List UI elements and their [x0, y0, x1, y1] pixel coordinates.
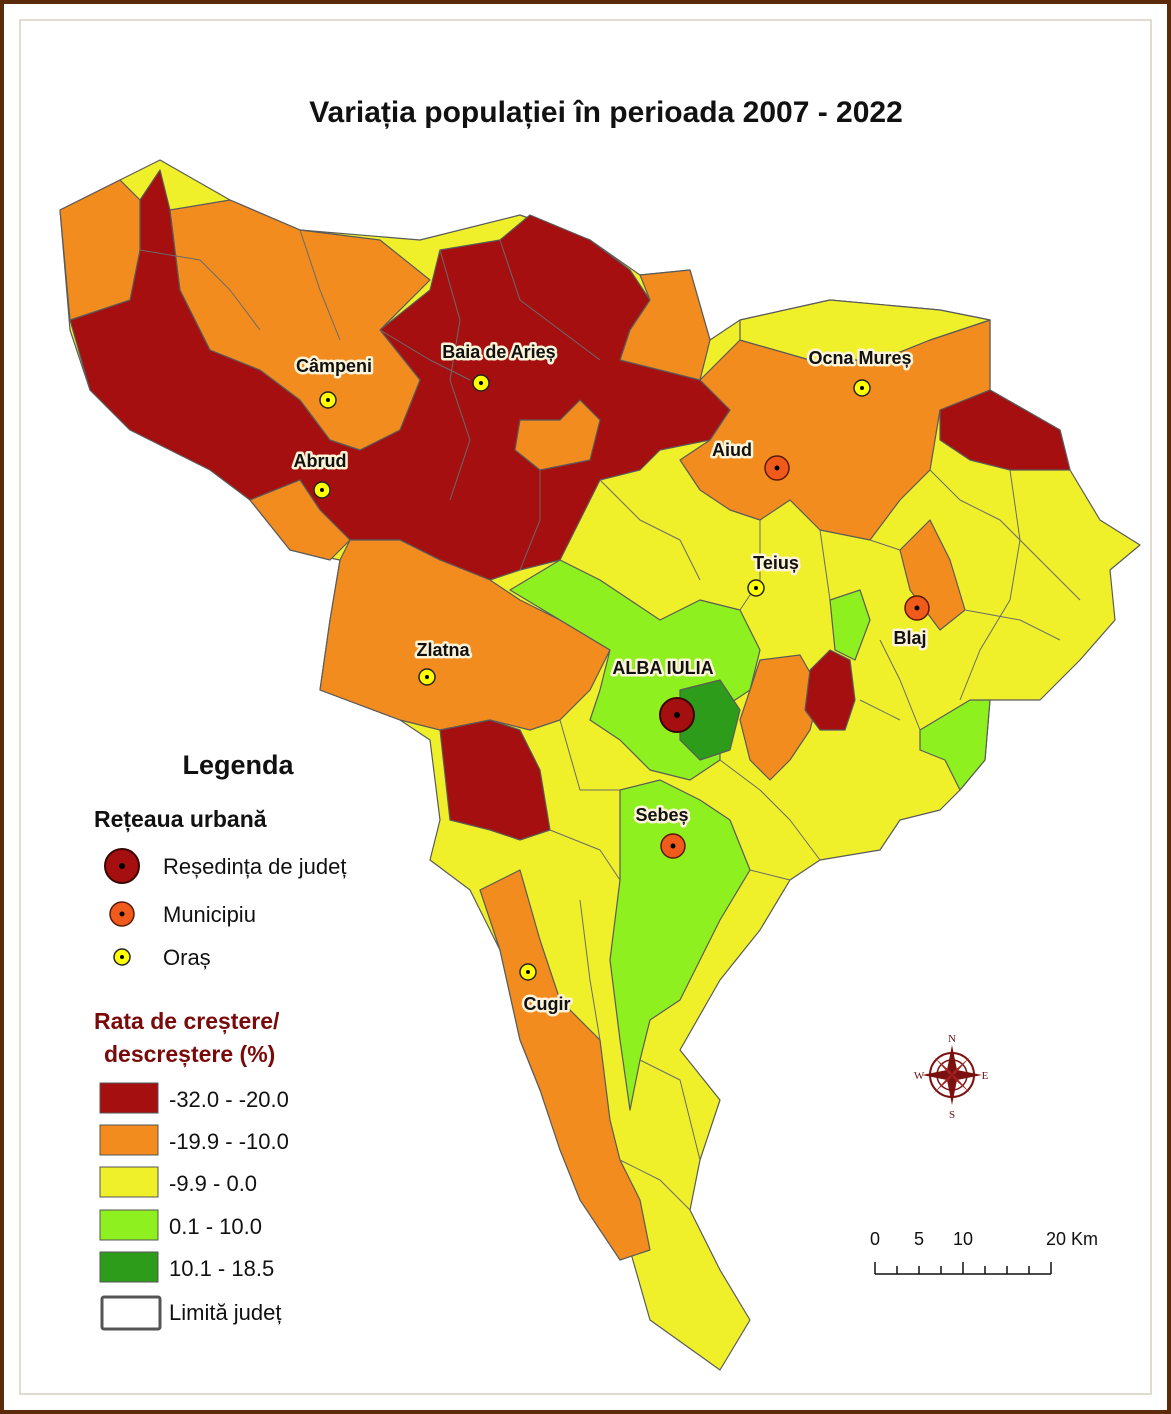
label-abrud: Abrud — [294, 451, 347, 471]
city-labels: Câmpeni Baia de Arieș Ocna Mureș Abrud A… — [291, 340, 929, 1017]
town-cugir-symbol — [519, 963, 537, 981]
municipiu-sebes-symbol — [660, 833, 686, 859]
legend-class-c4: 0.1 - 10.0 — [169, 1214, 262, 1239]
region-center-dark — [804, 649, 856, 731]
scale-label-0: 0 — [870, 1229, 880, 1249]
legend-class-c1: -32.0 - -20.0 — [169, 1087, 289, 1112]
city-symbols — [313, 374, 930, 981]
label-aiud: Aiud — [712, 440, 752, 460]
legend-municipiu-symbol — [109, 901, 135, 927]
town-teius-symbol — [747, 579, 765, 597]
label-teius: Teiuș — [753, 553, 799, 573]
capital-alba-symbol — [659, 697, 695, 733]
compass-rose-icon: N S E W — [914, 1033, 989, 1121]
region-se-lightgreen — [919, 699, 991, 791]
inner-border — [19, 19, 1152, 1395]
legend-swatch-limit — [100, 1295, 162, 1331]
legend-heading: Legenda — [182, 750, 294, 780]
legend-swatch-c3 — [99, 1166, 159, 1198]
legend-swatch-c4 — [99, 1209, 159, 1241]
region-n-orange — [619, 269, 711, 381]
label-cugir: Cugir — [524, 994, 571, 1014]
legend-class-c5: 10.1 - 18.5 — [169, 1256, 274, 1281]
legend-class-c3: -9.9 - 0.0 — [169, 1171, 257, 1196]
town-campeni-symbol — [319, 391, 337, 409]
region-campeni-orange — [169, 199, 431, 451]
compass-w: W — [914, 1070, 925, 1082]
label-baia: Baia de Arieș — [442, 342, 555, 362]
legend-rate-heading-1: Rata de creștere/ — [94, 1008, 280, 1035]
compass-n: N — [948, 1033, 956, 1045]
map-title: Variația populației în perioada 2007 - 2… — [309, 96, 903, 129]
scale-bar: 0 5 10 20 Km — [870, 1229, 1098, 1275]
municipiu-aiud-symbol — [764, 455, 790, 481]
legend-limit-label: Limită județ — [169, 1300, 282, 1325]
legend-resedinta-symbol — [104, 848, 140, 884]
label-alba: ALBA IULIA — [612, 658, 713, 678]
region-ocna-yellow — [739, 299, 991, 361]
scale-label-20: 20 Km — [1046, 1229, 1098, 1249]
label-blaj: Blaj — [893, 628, 926, 648]
legend-class-c2: -19.9 - -10.0 — [169, 1129, 289, 1154]
scale-label-10: 10 — [953, 1229, 973, 1249]
legend: Legenda Rețeaua urbană Reședința de jude… — [94, 750, 346, 1331]
commune-boundaries — [139, 229, 1081, 1211]
region-nw-orange — [59, 179, 141, 321]
label-sebes: Sebeș — [635, 805, 688, 825]
region-zlatna-orange — [319, 539, 611, 731]
region-ne-dark — [939, 389, 1071, 471]
region-alba-darkgreen — [679, 679, 741, 761]
legend-rate-heading-2: descreștere (%) — [104, 1041, 275, 1068]
region-baia-orange — [514, 399, 601, 471]
town-zlatna-symbol — [418, 668, 436, 686]
region-e-lightgreen — [829, 589, 871, 661]
town-abrud-symbol — [313, 481, 331, 499]
legend-oras-label: Oraș — [163, 945, 211, 970]
scale-label-5: 5 — [914, 1229, 924, 1249]
label-ocna: Ocna Mureș — [808, 348, 911, 368]
legend-urban-heading: Rețeaua urbană — [94, 806, 267, 833]
label-zlatna: Zlatna — [416, 640, 470, 660]
compass-s: S — [949, 1109, 955, 1121]
legend-swatch-c2 — [99, 1124, 159, 1156]
legend-oras-symbol — [113, 948, 131, 966]
region-sebes-lightgreen — [609, 779, 751, 1111]
legend-swatch-c1 — [99, 1082, 159, 1114]
town-baia-symbol — [472, 374, 490, 392]
legend-swatch-c5 — [99, 1251, 159, 1283]
municipiu-blaj-symbol — [904, 595, 930, 621]
legend-municipiu-label: Municipiu — [163, 902, 256, 927]
label-campeni: Câmpeni — [296, 356, 372, 376]
region-center-orange — [739, 654, 821, 781]
compass-e: E — [982, 1070, 989, 1082]
legend-resedinta-label: Reședința de județ — [163, 854, 346, 879]
town-ocna-symbol — [853, 379, 871, 397]
